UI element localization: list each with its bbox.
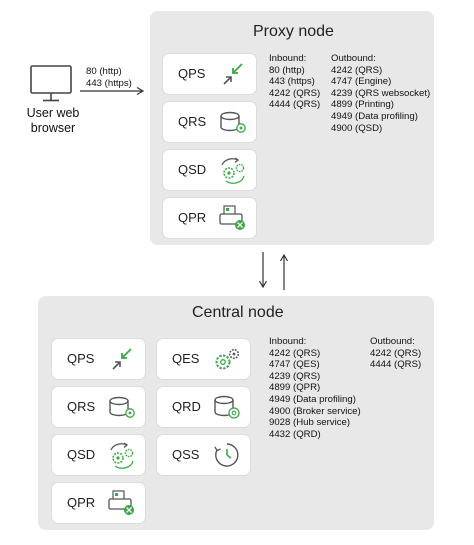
central-inbound-ports: Inbound: 4242 (QRS) 4747 (QES) 4239 (QRS… xyxy=(269,336,361,440)
service-label: QES xyxy=(172,351,200,366)
inbound-port: 4242 (QRS) xyxy=(269,87,321,99)
outbound-port: 4899 (Printing) xyxy=(331,99,394,111)
inbound-header: Inbound: xyxy=(269,336,307,347)
outbound-port: 4949 (Data profiling) xyxy=(331,110,418,122)
proxy-outbound-ports: Outbound: 4242 (QRS) 4747 (Engine) 4239 … xyxy=(331,53,430,134)
inbound-port: 4239 (QRS) xyxy=(269,370,321,382)
service-label: QPR xyxy=(67,495,96,510)
proxy-service-qps: QPS xyxy=(163,54,256,94)
inbound-header: Inbound: xyxy=(269,53,307,64)
reload-database-icon xyxy=(214,395,240,419)
inbound-port: 4242 (QRS) xyxy=(269,347,321,359)
central-service-qrd: QRD xyxy=(157,387,250,427)
central-service-qsd: QSD xyxy=(52,435,145,475)
central-service-qps: QPS xyxy=(52,339,145,379)
service-label: QRS xyxy=(178,114,207,129)
proxy-node-panel: Proxy node QPS QRS QSD QPR xyxy=(150,11,434,245)
client-label: User web browser xyxy=(18,106,88,136)
service-label: QSD xyxy=(178,162,207,177)
outbound-port: 4242 (QRS) xyxy=(331,64,383,76)
central-service-qrs: QRS xyxy=(52,387,145,427)
inbound-port: 4949 (Data profiling) xyxy=(269,393,356,405)
service-label: QRS xyxy=(67,399,96,414)
client-port-https: 443 (https) xyxy=(86,77,132,89)
repository-database-icon xyxy=(109,396,135,418)
service-label: QSS xyxy=(172,447,200,462)
service-label: QRD xyxy=(172,399,201,414)
outbound-port: 4444 (QRS) xyxy=(370,359,422,371)
engine-gears-icon xyxy=(215,348,240,370)
service-label: QPS xyxy=(178,66,206,81)
inbound-port: 4900 (Broker service) xyxy=(269,405,361,417)
printing-icon xyxy=(108,490,134,515)
proxy-inbound-ports: Inbound: 80 (http) 443 (https) 4242 (QRS… xyxy=(269,53,320,111)
proxy-service-qsd: QSD xyxy=(163,150,256,190)
outbound-header: Outbound: xyxy=(370,336,415,347)
monitor-icon xyxy=(30,65,72,102)
central-service-qes: QES xyxy=(157,339,250,379)
inbound-port: 4747 (QES) xyxy=(269,359,320,371)
central-service-qss: QSS xyxy=(157,435,250,475)
client-label-line1: User web xyxy=(26,106,80,120)
service-label: QSD xyxy=(67,447,96,462)
printing-icon xyxy=(219,205,245,230)
scheduler-gears-icon xyxy=(221,157,245,184)
client-label-line2: browser xyxy=(30,121,76,135)
central-outbound-ports: Outbound: 4242 (QRS) 4444 (QRS) xyxy=(370,336,421,371)
client-port-http: 80 (http) xyxy=(86,66,122,77)
inbound-port: 4432 (QRD) xyxy=(269,428,321,440)
outbound-port: 4900 (QSD) xyxy=(331,122,383,134)
inbound-port: 443 (https) xyxy=(269,76,315,88)
service-label: QPR xyxy=(178,210,207,225)
proxy-node-title: Proxy node xyxy=(253,23,334,40)
proxy-central-arrows xyxy=(258,252,289,290)
client-to-proxy-arrow xyxy=(80,86,145,96)
outbound-port: 4239 (QRS websocket) xyxy=(331,87,431,99)
central-node-title: Central node xyxy=(192,304,284,321)
inbound-port: 9028 (Hub service) xyxy=(269,417,351,429)
inbound-port: 4444 (QRS) xyxy=(269,99,321,111)
scheduler-gears-icon xyxy=(110,442,134,469)
inbound-port: 4899 (QPR) xyxy=(269,382,321,394)
service-label: QPS xyxy=(67,351,95,366)
proxy-service-qrs: QRS xyxy=(163,102,256,142)
proxy-arrows-icon xyxy=(112,348,132,370)
proxy-arrows-icon xyxy=(223,63,243,85)
repository-database-icon xyxy=(220,111,246,133)
inbound-port: 80 (http) xyxy=(269,64,305,76)
outbound-port: 4242 (QRS) xyxy=(370,347,422,359)
central-node-panel: Central node QPS QRS QSD QPR xyxy=(38,296,434,530)
central-service-qpr: QPR xyxy=(52,483,145,523)
outbound-header: Outbound: xyxy=(331,53,376,64)
clock-icon xyxy=(214,443,239,467)
client-connection-ports: 80 (http) 443 (https) xyxy=(86,66,132,89)
outbound-port: 4747 (Engine) xyxy=(331,76,392,88)
proxy-service-qpr: QPR xyxy=(163,198,256,238)
